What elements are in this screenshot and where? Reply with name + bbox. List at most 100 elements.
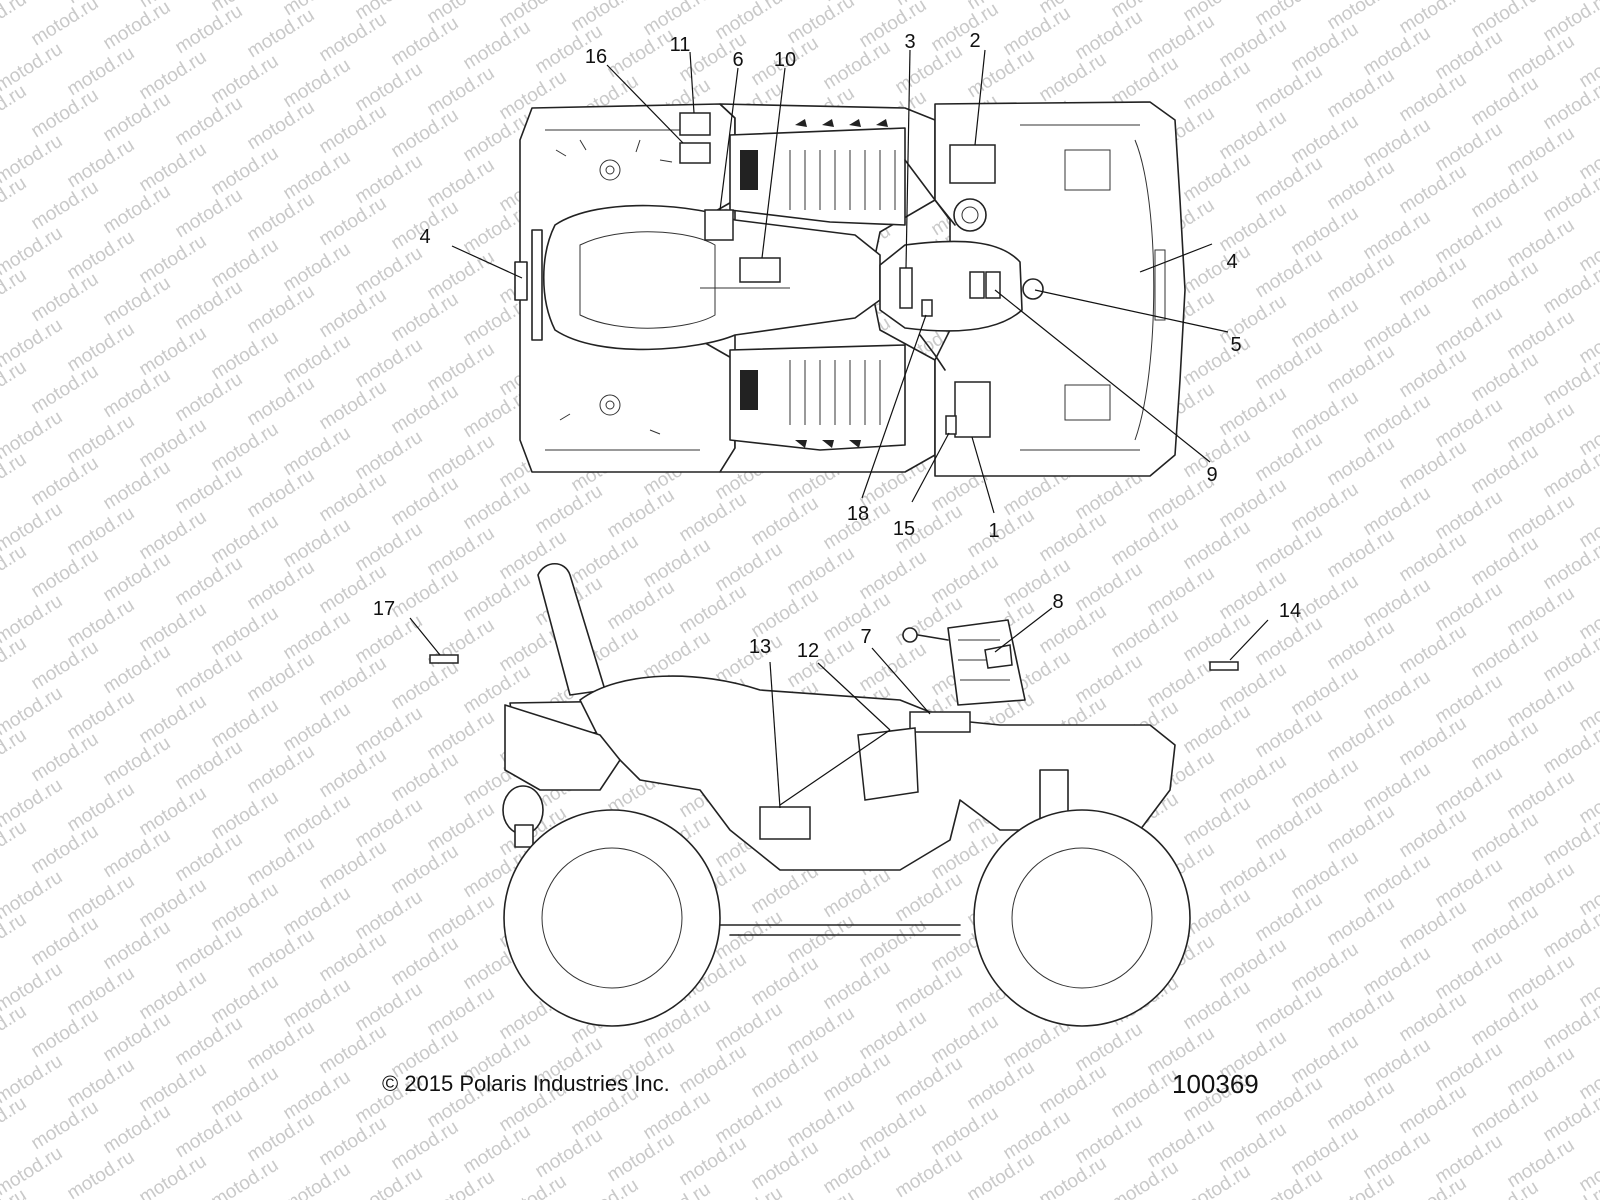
watermark-text: motod.ru bbox=[1252, 1073, 1327, 1131]
callout-2: 2 bbox=[969, 30, 980, 52]
watermark-text: motod.ru bbox=[1180, 609, 1255, 667]
watermark-text: motod.ru bbox=[1360, 115, 1435, 173]
watermark-text: motod.ru bbox=[0, 1001, 30, 1059]
watermark-text: motod.ru bbox=[1432, 671, 1507, 729]
watermark-text: motod.ru bbox=[1396, 345, 1471, 403]
watermark-text: motod.ru bbox=[316, 745, 391, 803]
watermark-text: motod.ru bbox=[244, 1109, 319, 1167]
watermark-text: motod.ru bbox=[1468, 73, 1543, 131]
watermark-text: motod.ru bbox=[280, 883, 355, 941]
watermark-text: motod.ru bbox=[1396, 69, 1471, 127]
watermark-text: motod.ru bbox=[1360, 391, 1435, 449]
watermark-text: motod.ru bbox=[640, 1179, 715, 1200]
watermark-text: motod.ru bbox=[0, 173, 30, 231]
watermark-text: motod.ru bbox=[532, 481, 607, 539]
watermark-text: motod.ru bbox=[1000, 1107, 1075, 1165]
watermark-text: motod.ru bbox=[676, 1133, 751, 1191]
top-view-leaders bbox=[451, 49, 1229, 514]
watermark-text: motod.ru bbox=[208, 695, 283, 753]
watermark-text: motod.ru bbox=[28, 637, 103, 695]
watermark-text: motod.ru bbox=[100, 181, 175, 239]
watermark-text: motod.ru bbox=[28, 361, 103, 419]
watermark-text: motod.ru bbox=[208, 419, 283, 477]
watermark-text: motod.ru bbox=[424, 1167, 499, 1200]
watermark-text: motod.ru bbox=[208, 235, 283, 293]
watermark-text: motod.ru bbox=[1432, 487, 1507, 545]
watermark-text: motod.ru bbox=[172, 461, 247, 519]
watermark-text: motod.ru bbox=[316, 1113, 391, 1171]
watermark-text: motod.ru bbox=[676, 1041, 751, 1099]
watermark-text: motod.ru bbox=[352, 427, 427, 485]
watermark-text: motod.ru bbox=[316, 193, 391, 251]
watermark-text: motod.ru bbox=[1072, 559, 1147, 617]
watermark-text: motod.ru bbox=[388, 841, 463, 899]
watermark-text: motod.ru bbox=[1504, 1135, 1579, 1193]
watermark-text: motod.ru bbox=[1396, 897, 1471, 955]
watermark-text: motod.ru bbox=[1000, 3, 1075, 61]
callout-9: 9 bbox=[1206, 464, 1217, 486]
watermark-text: motod.ru bbox=[1396, 621, 1471, 679]
watermark-text: motod.ru bbox=[1432, 855, 1507, 913]
watermark-text: motod.ru bbox=[100, 641, 175, 699]
watermark-text: motod.ru bbox=[1072, 1111, 1147, 1169]
watermark-text: motod.ru bbox=[1504, 859, 1579, 917]
watermark-text: motod.ru bbox=[208, 511, 283, 569]
watermark-text: motod.ru bbox=[964, 505, 1039, 563]
watermark-text: motod.ru bbox=[1036, 509, 1111, 567]
watermark-text: motod.ru bbox=[280, 1067, 355, 1125]
watermark-text: motod.ru bbox=[100, 825, 175, 883]
watermark-text: motod.ru bbox=[460, 569, 535, 627]
watermark-text: motod.ru bbox=[136, 323, 211, 381]
watermark-text: motod.ru bbox=[280, 607, 355, 665]
watermark-text: motod.ru bbox=[604, 577, 679, 635]
watermark-text: motod.ru bbox=[424, 523, 499, 581]
callout-5: 5 bbox=[1230, 334, 1241, 356]
watermark-text: motod.ru bbox=[964, 1149, 1039, 1200]
watermark-text: motod.ru bbox=[712, 999, 787, 1057]
watermark-text: motod.ru bbox=[1216, 107, 1291, 165]
watermark-text: motod.ru bbox=[352, 887, 427, 945]
watermark-text: motod.ru bbox=[712, 0, 787, 44]
watermark-text: motod.ru bbox=[64, 411, 139, 469]
watermark-text: motod.ru bbox=[1144, 655, 1219, 713]
watermark-text: motod.ru bbox=[1180, 701, 1255, 759]
watermark-text: motod.ru bbox=[208, 327, 283, 385]
watermark-text: motod.ru bbox=[1540, 1089, 1600, 1147]
callout-4-rear: 4 bbox=[419, 226, 430, 248]
watermark-text: motod.ru bbox=[856, 1099, 931, 1157]
watermark-text: motod.ru bbox=[1252, 797, 1327, 855]
watermark-text: motod.ru bbox=[424, 983, 499, 1041]
watermark-text: motod.ru bbox=[388, 749, 463, 807]
watermark-text: motod.ru bbox=[1288, 111, 1363, 169]
watermark-text: motod.ru bbox=[1504, 31, 1579, 89]
watermark-text: motod.ru bbox=[28, 0, 103, 50]
watermark-text: motod.ru bbox=[1504, 767, 1579, 825]
watermark-text: motod.ru bbox=[460, 477, 535, 535]
watermark-text: motod.ru bbox=[172, 829, 247, 887]
watermark-text: motod.ru bbox=[1540, 353, 1600, 411]
watermark-text: motod.ru bbox=[1504, 215, 1579, 273]
watermark-text: motod.ru bbox=[244, 557, 319, 615]
watermark-text: motod.ru bbox=[136, 1151, 211, 1200]
watermark-text: motod.ru bbox=[1396, 713, 1471, 771]
watermark-text: motod.ru bbox=[1180, 241, 1255, 299]
watermark-text: motod.ru bbox=[388, 1117, 463, 1175]
watermark-text: motod.ru bbox=[1324, 341, 1399, 399]
callout-7: 7 bbox=[860, 626, 871, 648]
watermark-text: motod.ru bbox=[1180, 57, 1255, 115]
watermark-text: motod.ru bbox=[64, 227, 139, 285]
watermark-text: motod.ru bbox=[208, 1155, 283, 1200]
callout-14: 14 bbox=[1279, 600, 1301, 622]
watermark-text: motod.ru bbox=[1324, 1077, 1399, 1135]
callout-6: 6 bbox=[732, 49, 743, 71]
watermark-text: motod.ru bbox=[28, 177, 103, 235]
watermark-text: motod.ru bbox=[1144, 563, 1219, 621]
watermark-text: motod.ru bbox=[64, 963, 139, 1021]
watermark-text: motod.ru bbox=[244, 189, 319, 247]
watermark-text: motod.ru bbox=[1252, 705, 1327, 763]
watermark-text: motod.ru bbox=[100, 273, 175, 331]
watermark-text: motod.ru bbox=[208, 971, 283, 1029]
watermark-text: motod.ru bbox=[856, 915, 931, 973]
watermark-text: motod.ru bbox=[64, 43, 139, 101]
watermark-text: motod.ru bbox=[208, 51, 283, 109]
